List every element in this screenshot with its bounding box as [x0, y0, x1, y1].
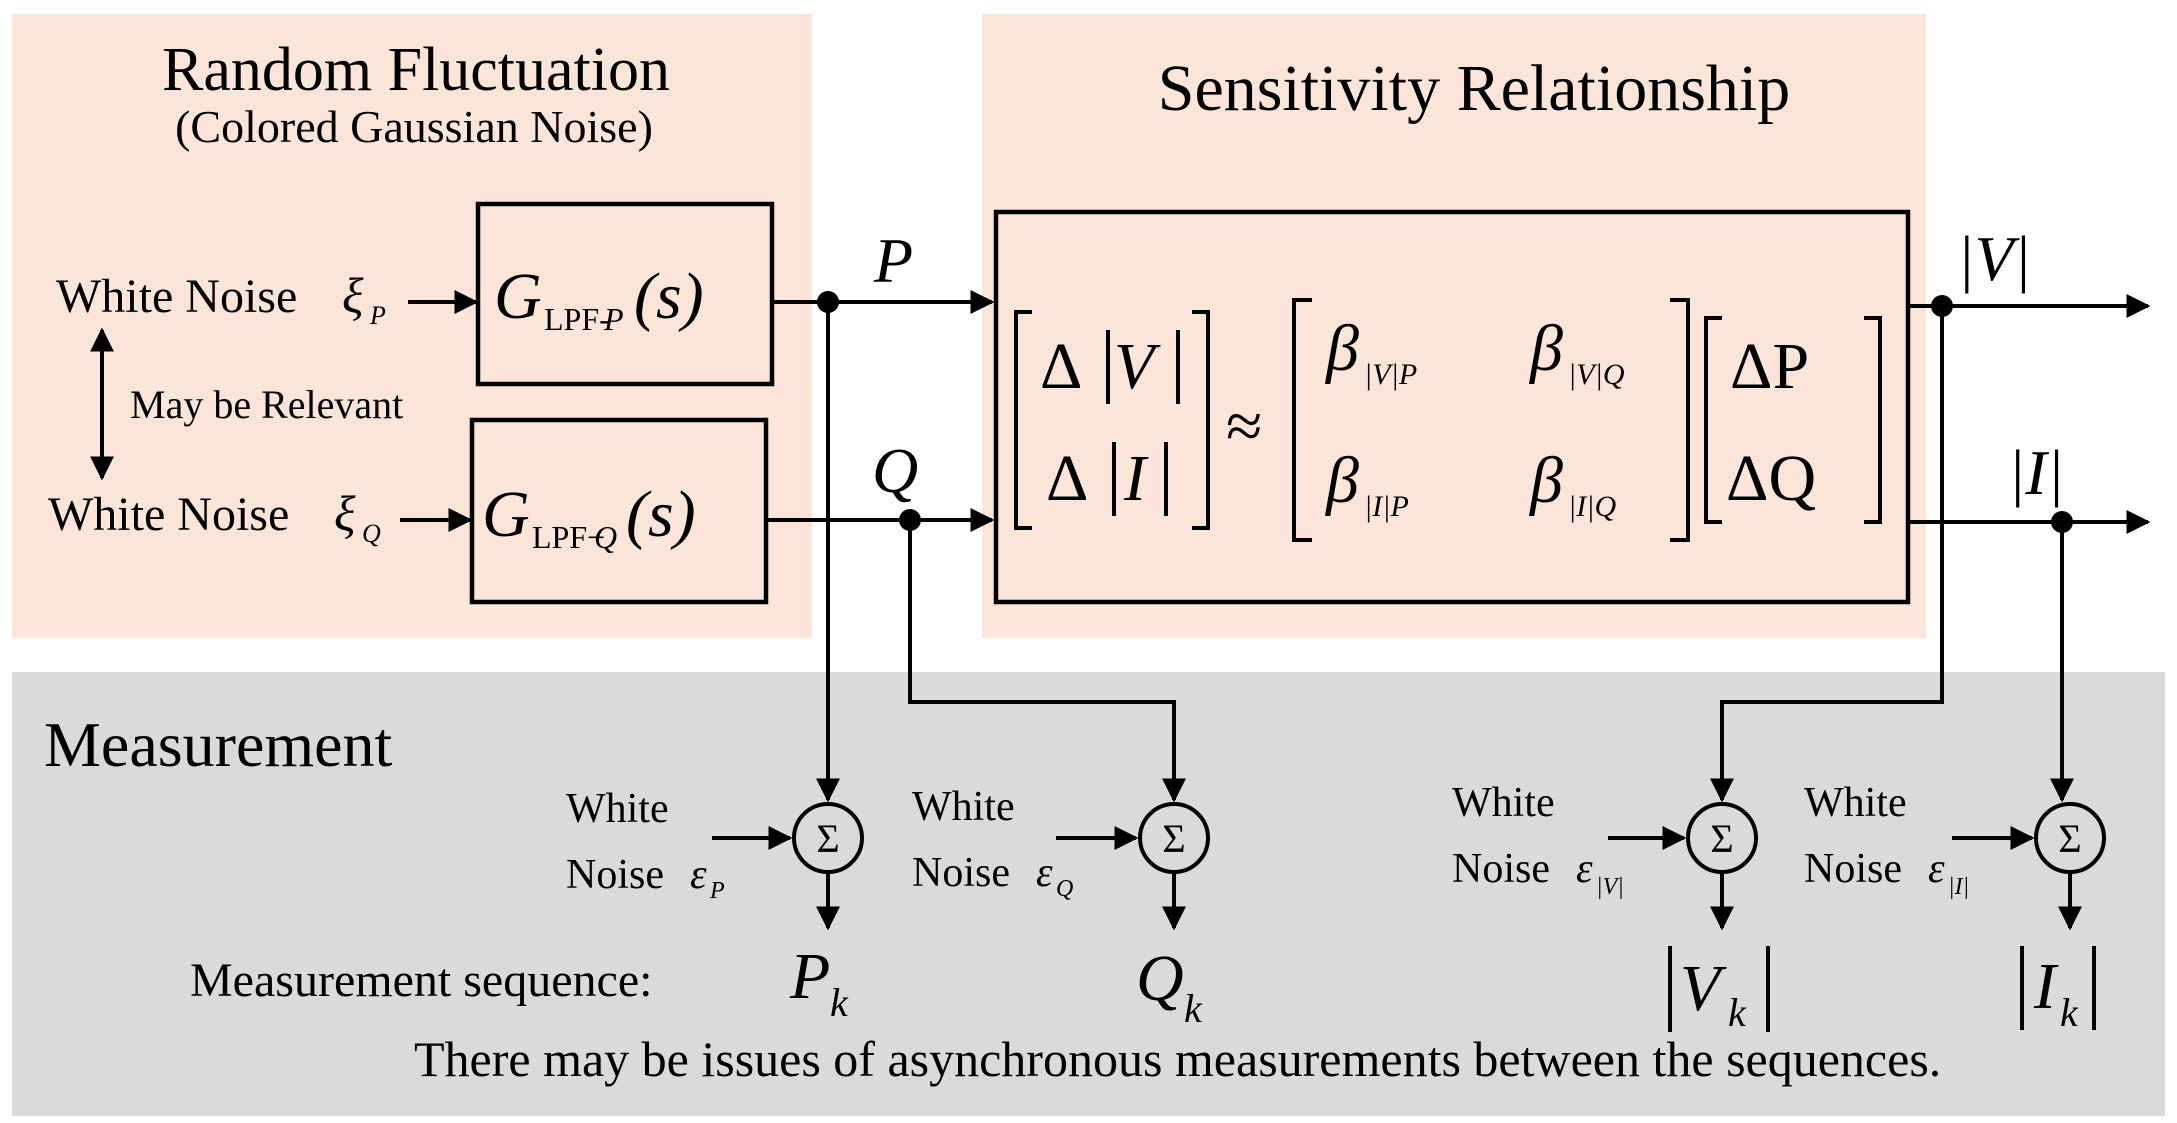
- lpf-p-block: [475, 201, 775, 387]
- sum-q-symbol: Σ: [1162, 816, 1185, 861]
- i-output-label: |I|: [2008, 437, 2065, 508]
- meas-noise-v-sub: |V|: [1596, 874, 1624, 900]
- xi-p-symbol: ξ: [342, 267, 364, 323]
- beta-21-subscript: |I|P: [1364, 490, 1409, 523]
- beta-22-subscript: |I|Q: [1568, 490, 1616, 523]
- delta-i-i: I: [1123, 442, 1149, 515]
- meas-noise-p-sub: P: [709, 878, 725, 904]
- lpf-p-argument: (s): [634, 260, 704, 333]
- rhs-vector-right-bracket: [1864, 316, 1882, 524]
- meas-noise-q-noise: Noise: [912, 850, 1010, 896]
- meas-noise-i-white: White: [1804, 780, 1907, 826]
- meas-noise-p-noise: Noise: [566, 852, 664, 898]
- xi-q-subscript: Q: [362, 519, 381, 548]
- sensitivity-block: [993, 209, 1911, 605]
- beta-22: β: [1528, 444, 1563, 517]
- xi-q-symbol: ξ: [334, 485, 356, 541]
- white-noise-q-label: White Noise: [48, 488, 289, 541]
- meas-noise-q-white: White: [912, 784, 1015, 830]
- beta-21: β: [1324, 444, 1359, 517]
- meas-noise-i-sub: |I|: [1948, 874, 1969, 900]
- delta-p: ΔP: [1730, 330, 1809, 403]
- sum-i-symbol: Σ: [2058, 816, 2081, 861]
- meas-noise-i-noise: Noise: [1804, 846, 1902, 892]
- meas-noise-p-eps: ε: [690, 852, 707, 898]
- vk-symbol: V: [1680, 952, 1727, 1025]
- v-output-label: |V|: [1957, 223, 2031, 294]
- measurement-title: Measurement: [44, 709, 393, 780]
- random-fluctuation-title: Random Fluctuation: [162, 36, 670, 104]
- meas-noise-v-eps: ε: [1576, 846, 1593, 892]
- v-to-sum-line: [1710, 306, 1944, 803]
- white-noise-p-label: White Noise: [56, 270, 297, 323]
- lpf-q-g: G: [482, 478, 530, 551]
- sum-v-symbol: Σ: [1710, 816, 1733, 861]
- measurement-panel: [12, 672, 2165, 1116]
- meas-noise-q-sub: Q: [1056, 876, 1073, 902]
- random-fluctuation-panel: [12, 14, 812, 638]
- beta-matrix-left-bracket: [1292, 298, 1312, 542]
- lpf-p-g: G: [494, 260, 542, 333]
- p-signal-label: P: [873, 225, 913, 296]
- pk-subscript: k: [830, 980, 849, 1025]
- beta-12: β: [1528, 312, 1563, 385]
- beta-11: β: [1324, 312, 1359, 385]
- delta-v-v: V: [1114, 330, 1161, 403]
- delta-v-delta: Δ: [1040, 330, 1082, 403]
- qk-symbol: Q: [1136, 942, 1184, 1015]
- xi-p-subscript: P: [369, 301, 386, 330]
- lpf-p-subscript: LPF-: [544, 301, 610, 337]
- lhs-vector-right-bracket: [1192, 310, 1210, 530]
- q-signal-label: Q: [872, 435, 918, 506]
- may-be-relevant-label: May be Relevant: [130, 382, 403, 427]
- delta-q: ΔQ: [1726, 442, 1816, 515]
- ik-symbol: I: [2033, 950, 2059, 1023]
- beta-11-subscript: |V|P: [1364, 358, 1417, 391]
- measurement-sequence-label: Measurement sequence:: [190, 954, 652, 1007]
- rhs-vector-left-bracket: [1704, 316, 1722, 524]
- random-fluctuation-subtitle: (Colored Gaussian Noise): [175, 101, 653, 152]
- lpf-q-block: [469, 417, 769, 605]
- lhs-vector-left-bracket: [1014, 310, 1032, 530]
- sensitivity-panel: [982, 14, 1926, 638]
- meas-noise-v-white: White: [1452, 780, 1555, 826]
- async-measurement-note: There may be issues of asynchronous meas…: [414, 1031, 1941, 1087]
- beta-matrix-right-bracket: [1670, 298, 1690, 542]
- beta-12-subscript: |V|Q: [1568, 358, 1625, 391]
- lpf-p-subscript-p: P: [603, 301, 624, 337]
- ik-subscript: k: [2060, 990, 2079, 1035]
- delta-i-delta: Δ: [1046, 442, 1088, 515]
- lpf-q-subscript-q: Q: [594, 519, 617, 555]
- lpf-q-subscript: LPF−: [532, 519, 605, 555]
- meas-noise-v-noise: Noise: [1452, 846, 1550, 892]
- approx-symbol: ≈: [1226, 390, 1262, 463]
- sum-p-symbol: Σ: [816, 816, 839, 861]
- sensitivity-title: Sensitivity Relationship: [1158, 52, 1791, 125]
- lpf-q-argument: (s): [626, 478, 696, 551]
- qk-subscript: k: [1184, 986, 1203, 1031]
- meas-noise-p-white: White: [566, 786, 669, 832]
- meas-noise-i-eps: ε: [1928, 846, 1945, 892]
- vk-subscript: k: [1728, 990, 1747, 1035]
- pk-symbol: P: [789, 940, 830, 1013]
- q-to-sum-line: [908, 520, 1186, 803]
- meas-noise-q-eps: ε: [1036, 850, 1053, 896]
